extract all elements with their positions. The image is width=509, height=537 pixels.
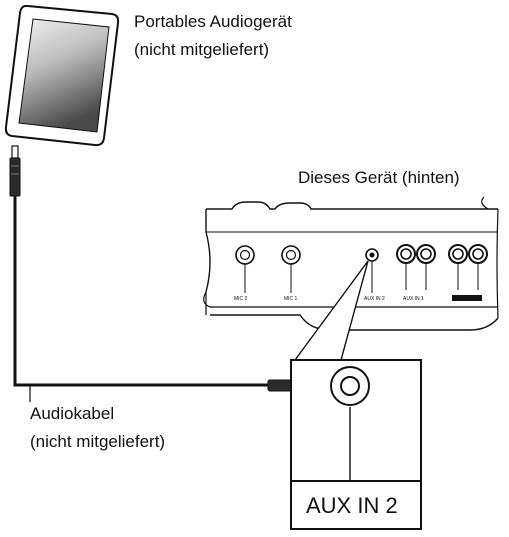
device-plug (11, 145, 19, 159)
jack-mic1: MIC 1 (281, 245, 301, 302)
audio-cable (9, 145, 272, 402)
portable-audio-device (4, 4, 120, 147)
jack-mic1-label: MIC 1 (284, 296, 298, 302)
cable-label-line1: Audiokabel (30, 404, 115, 423)
jack-mic2: MIC 2 (234, 245, 255, 302)
jack-aux1: AUX IN 1 (396, 244, 436, 302)
jack-mic2-label: MIC 2 (234, 296, 248, 302)
cable-label-line2: (nicht mitgeliefert) (30, 432, 166, 451)
device-label-line2: (nicht mitgeliefert) (134, 40, 270, 59)
jack-output-pair (448, 244, 488, 301)
unit-rear-panel: MIC 2 MIC 1 AUX IN 2 AUX IN 1 (203, 196, 499, 331)
jack-aux2: AUX IN 2 (364, 248, 385, 302)
zoom-jack-label: AUX IN 2 (306, 493, 398, 518)
device-label-line1: Portables Audiogerät (134, 12, 292, 31)
jack-aux2-label: AUX IN 2 (364, 296, 385, 302)
unit-label: Dieses Gerät (hinten) (298, 168, 460, 187)
jack-aux1-label: AUX IN 1 (403, 296, 424, 302)
device-screen (18, 18, 110, 133)
zoom-callout: AUX IN 2 (290, 260, 422, 530)
zoom-jack-inner (340, 376, 360, 396)
